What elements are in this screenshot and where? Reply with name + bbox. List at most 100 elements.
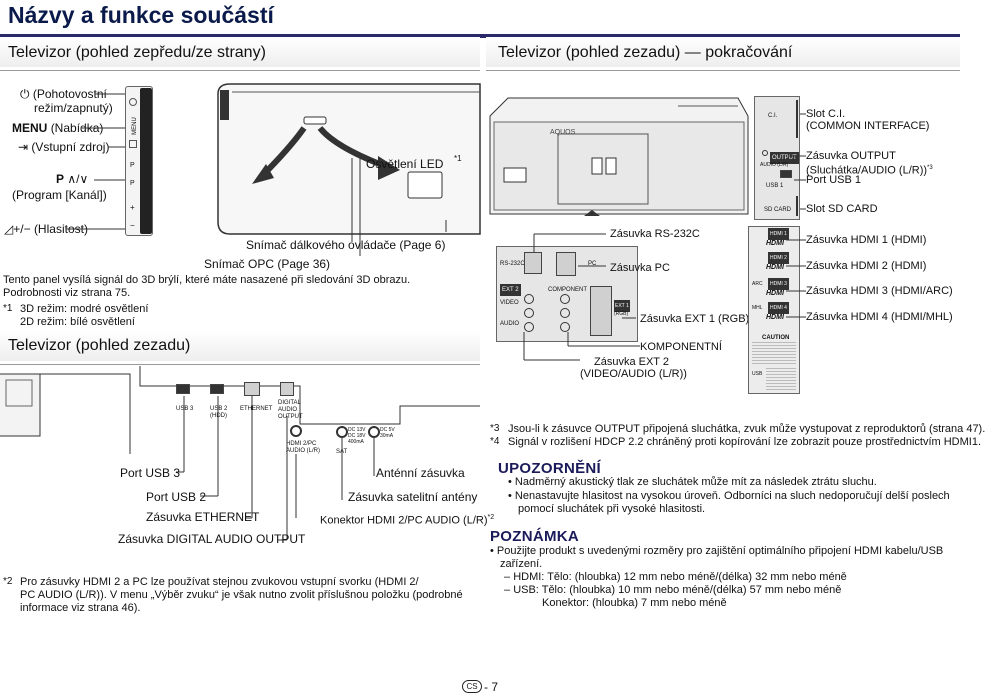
panel-digital-3: OUTPUT <box>278 414 303 420</box>
bullet-icon: • <box>490 545 494 557</box>
usb-fineprint <box>766 366 796 390</box>
fn1-mark: *1 <box>3 303 13 314</box>
panel-400ma: 400mA <box>348 439 364 445</box>
panel-digital-1: DIGITAL <box>278 400 301 406</box>
ext2-label-2: (VIDEO/AUDIO (L/R)) <box>580 368 687 380</box>
note-item-1b: zařízení. <box>500 558 543 570</box>
panel-note-1: Tento panel vysílá signál do 3D brýlí, k… <box>3 274 411 286</box>
ext1-scart-port[interactable] <box>590 286 612 336</box>
usb3-port[interactable] <box>176 384 190 394</box>
language-badge: CS <box>462 680 482 693</box>
note-sub-1: – HDMI: Tělo: (hloubka) 12 mm nebo méně/… <box>504 571 847 583</box>
panel-audio: AUDIO <box>500 321 520 327</box>
fn3-text: Jsou-li k zásuvce OUTPUT připojená sluch… <box>508 423 985 435</box>
hdmi1-label: Zásuvka HDMI 1 (HDMI) <box>806 234 927 246</box>
component-pr-jack[interactable] <box>560 322 570 332</box>
caution-item-2: • Nenastavujte hlasitost na vysokou úrov… <box>508 490 950 502</box>
program-key: P ∧/∨ <box>56 172 89 186</box>
panel-usb: USB <box>752 371 763 377</box>
ethernet-port[interactable] <box>244 382 260 396</box>
sd-slot[interactable] <box>796 196 798 216</box>
component-pb-jack[interactable] <box>560 308 570 318</box>
panel-hdmi1: HDMI 1 <box>768 228 789 240</box>
digital-audio-label: Zásuvka DIGITAL AUDIO OUTPUT <box>118 532 306 546</box>
fn1-line1: 3D režim: modré osvětlení <box>20 303 149 315</box>
audio-r-jack[interactable] <box>524 322 534 332</box>
hdmi2-label: Zásuvka HDMI 2 (HDMI) <box>806 260 927 272</box>
bullet-icon: • <box>508 490 512 502</box>
panel-arc: ARC <box>752 281 763 287</box>
fn1-line2: 2D režim: bílé osvětlení <box>20 316 135 328</box>
rear-panel-drawing <box>0 366 480 454</box>
hdmi3-logo: HDMI <box>766 290 784 297</box>
component-y-jack[interactable] <box>560 294 570 304</box>
rear-leader-lines <box>176 396 375 541</box>
rs232c-port[interactable] <box>524 252 542 274</box>
side-vol-down[interactable]: − <box>130 221 135 230</box>
rear-tv-drawing <box>489 97 749 216</box>
ci-slot[interactable] <box>796 100 798 138</box>
fn2-line3: informace viz strana 46). <box>20 602 141 614</box>
antenna-jack[interactable] <box>368 426 380 438</box>
panel-usb3-label: USB 3 <box>176 406 194 412</box>
ext1-label: Zásuvka EXT 1 (RGB) <box>640 313 750 325</box>
rear-section-title: Televizor (pohled zezadu) <box>8 337 191 354</box>
title-rule <box>0 34 960 38</box>
led-footnote-mark: *1 <box>454 154 462 163</box>
hdmi3-label: Zásuvka HDMI 3 (HDMI/ARC) <box>806 285 953 297</box>
output-jack[interactable] <box>762 150 768 156</box>
side-p-up[interactable]: P <box>130 162 135 169</box>
side-menu-letter[interactable]: MENU <box>131 117 138 135</box>
fn2-line2: PC AUDIO (L/R)). V menu „Výběr zvuku“ je… <box>20 589 463 601</box>
note-title: POZNÁMKA <box>490 528 580 545</box>
side-p-down[interactable]: P <box>130 180 135 187</box>
fn4-text: Signál v rozlišení HDCP 2.2 chráněný pro… <box>508 436 982 448</box>
rear-title-rule <box>0 364 480 365</box>
pc-label: Zásuvka PC <box>610 262 670 274</box>
ci-slot-label: Slot C.I. <box>806 108 846 120</box>
video-jack[interactable] <box>524 294 534 304</box>
front-arrows <box>252 126 447 256</box>
tv-front-bezel <box>217 83 481 235</box>
power-button[interactable] <box>129 98 137 106</box>
front-section-band <box>0 37 480 67</box>
audio-l-jack[interactable] <box>524 308 534 318</box>
digital-audio-port[interactable] <box>280 382 294 396</box>
power-label: ⏻ (Pohotovostní <box>20 87 107 101</box>
note-sub-2: – USB: Tělo: (hloubka) 10 mm nebo méně/(… <box>504 584 842 596</box>
ci-slot-label-2: (COMMON INTERFACE) <box>806 120 930 132</box>
front-section-title: Televizor (pohled zepředu/ze strany) <box>8 44 266 61</box>
panel-ext1: EXT 1 <box>614 300 630 312</box>
panel-hdmi2: HDMI 2 <box>768 252 789 264</box>
remote-sensor-label: Snímač dálkového ovládače (Page 6) <box>246 238 446 252</box>
panel-hdmi2pc-1: HDMI 2/PC <box>286 441 317 447</box>
input-button[interactable] <box>129 140 137 148</box>
pc-port[interactable] <box>556 252 576 276</box>
caution-title: UPOZORNĚNÍ <box>498 460 602 477</box>
rear-section-band <box>0 331 480 361</box>
caution-item-2b: pomocí sluchátek při vysoké hlasitosti. <box>518 503 706 515</box>
side-panel-edge <box>140 88 152 234</box>
panel-dc5: DC 5V <box>380 427 395 433</box>
hdmi2-logo: HDMI <box>766 264 784 271</box>
caution-item-1: • Nadměrný akustický tlak ze sluchátek m… <box>508 476 877 488</box>
hdmi2pc-audio-jack[interactable] <box>290 425 302 437</box>
ext2-label: Zásuvka EXT 2 <box>594 356 669 368</box>
panel-dc18: DC 18V <box>348 433 366 439</box>
usb1-port[interactable] <box>780 170 792 178</box>
output-label-2: (Sluchátka/AUDIO (L/R))*3 <box>806 164 933 177</box>
power-label-line2: režim/zapnutý) <box>34 101 113 115</box>
panel-ext2: EXT 2 <box>500 284 521 296</box>
panel-audio-lr: AUDIO (L/R) <box>760 162 789 168</box>
usb2-port[interactable] <box>210 384 224 394</box>
side-vol-up[interactable]: + <box>130 203 135 212</box>
panel-ci: C.I. <box>768 113 778 119</box>
program-label: (Program [Kanál]) <box>12 188 107 202</box>
sat-jack[interactable] <box>336 426 348 438</box>
sd-label: Slot SD CARD <box>806 203 878 215</box>
bullet-icon: • <box>508 476 512 488</box>
page-title: Názvy a funkce součástí <box>8 2 274 28</box>
hdmi4-label: Zásuvka HDMI 4 (HDMI/MHL) <box>806 311 953 323</box>
note-sub-3: Konektor: (hloubka) 7 mm nebo méně <box>542 597 727 609</box>
panel-note-2: Podrobnosti viz strana 75. <box>3 287 131 299</box>
